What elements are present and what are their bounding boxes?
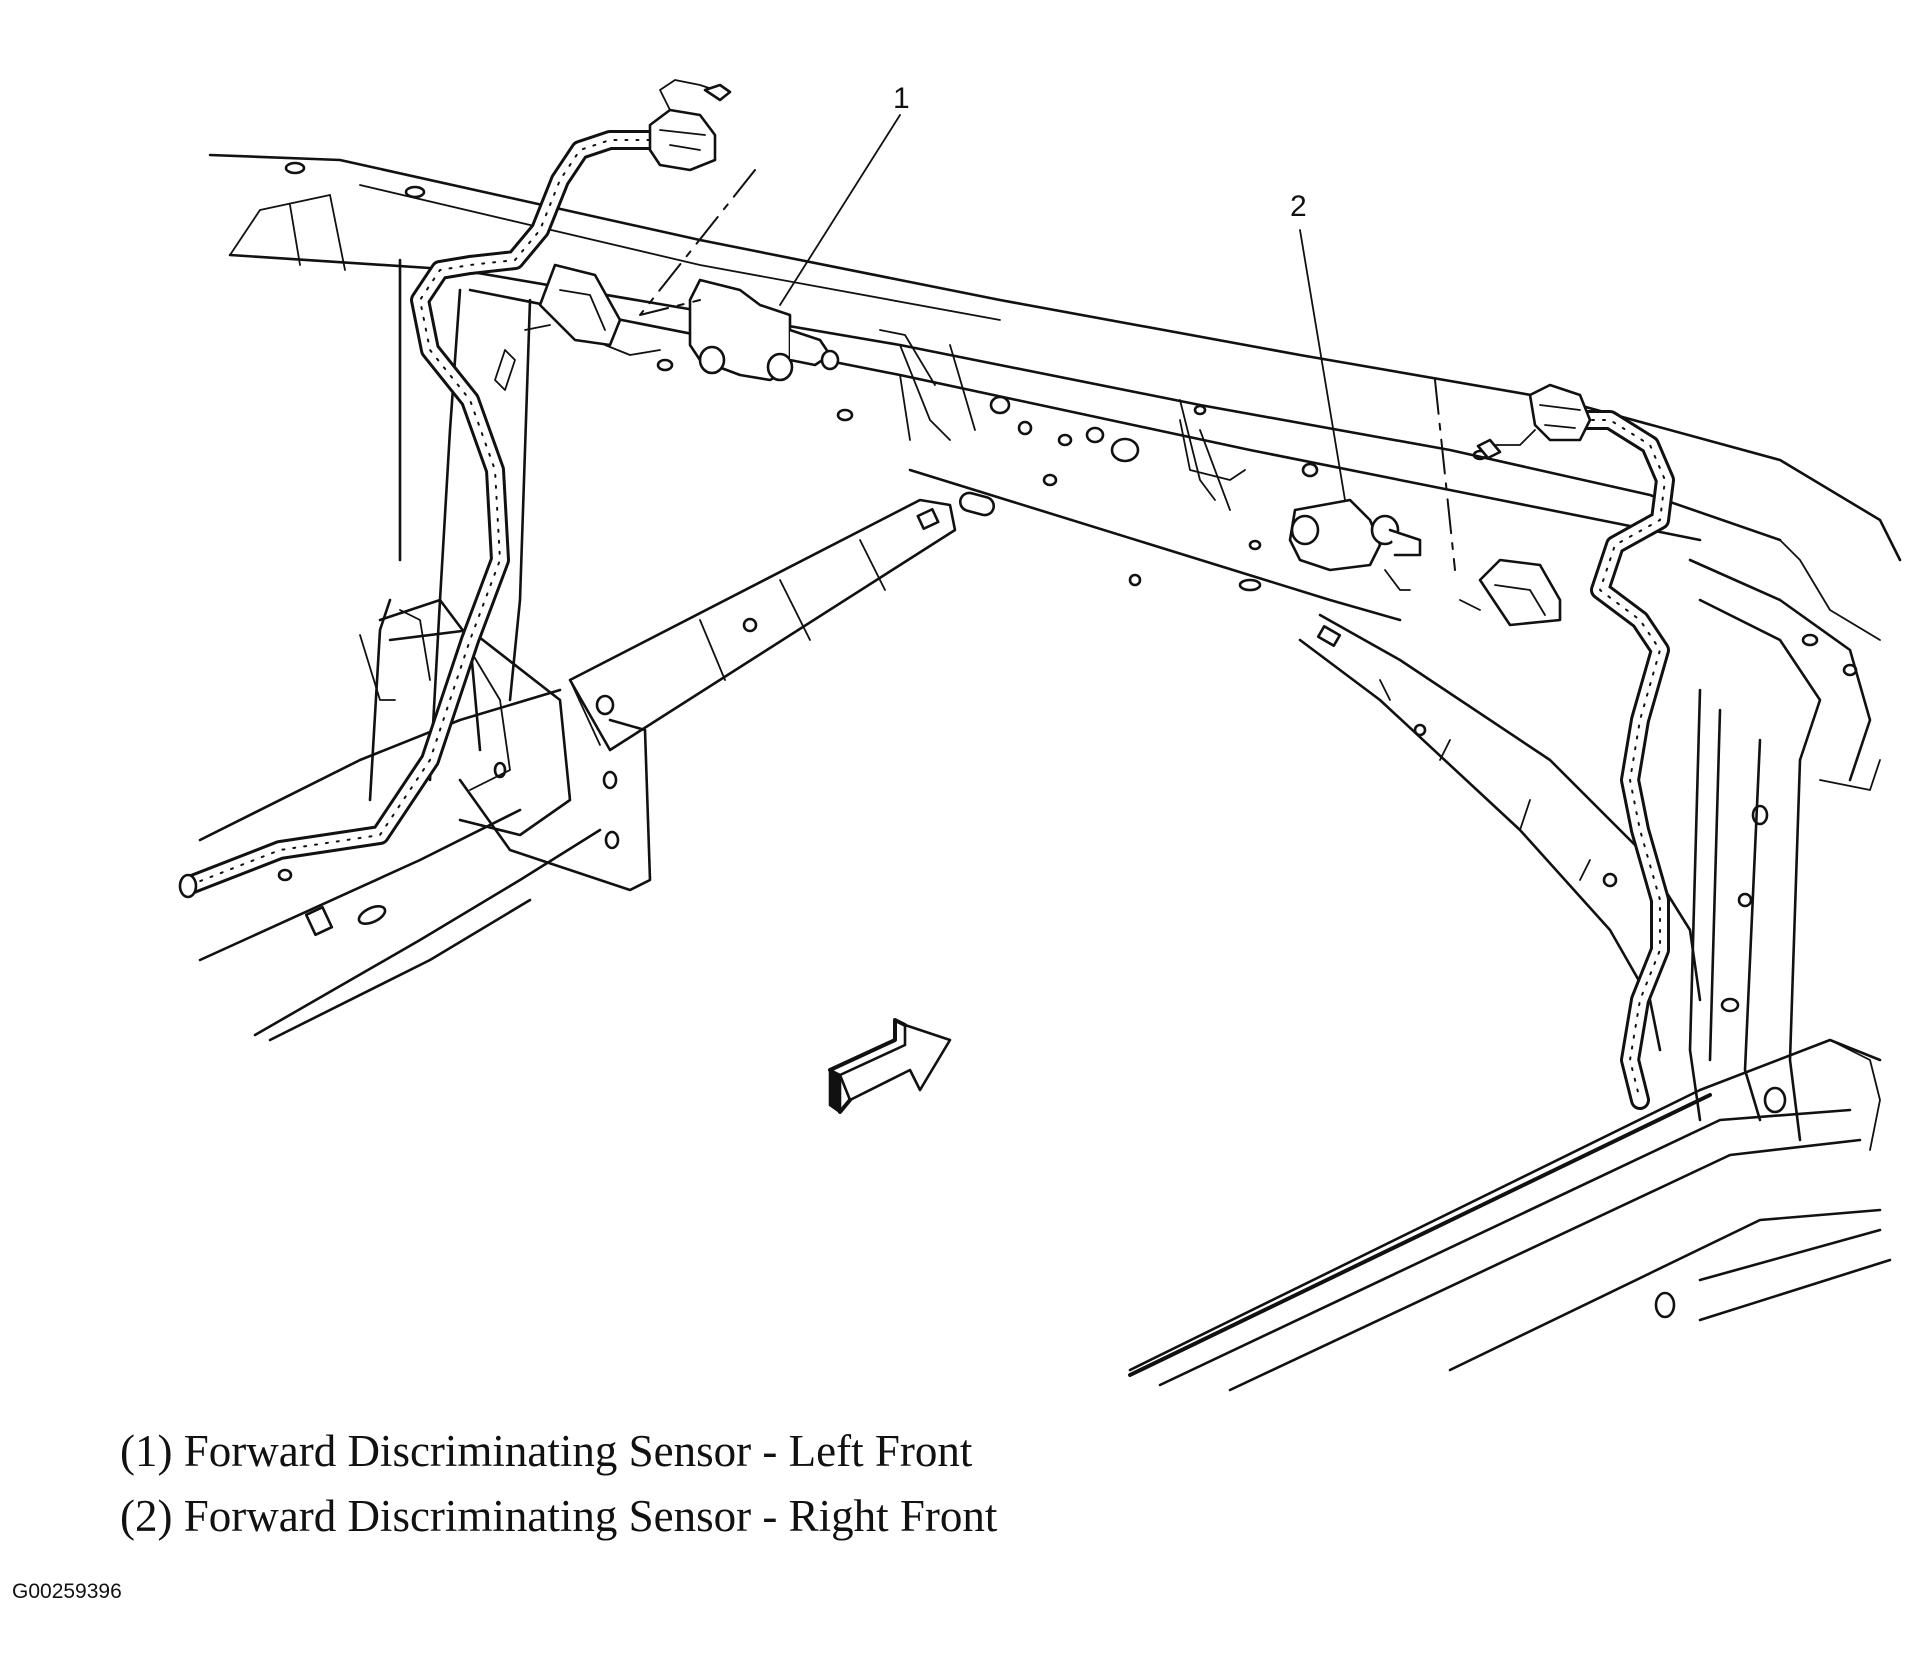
upper-crossmember bbox=[208, 153, 1902, 562]
left-harness-clip bbox=[524, 263, 661, 356]
electrical-connector-icon bbox=[1476, 383, 1592, 460]
legend-item-2: (2) Forward Discriminating Sensor - Righ… bbox=[120, 1491, 998, 1541]
wiring-harness-icon bbox=[1560, 410, 1675, 1110]
right-harness-clip bbox=[1459, 558, 1562, 627]
electrical-connector-icon bbox=[648, 79, 732, 172]
mounting-holes bbox=[284, 161, 1858, 677]
legend-item-1: (1) Forward Discriminating Sensor - Left… bbox=[120, 1426, 973, 1476]
right-pillar bbox=[1688, 688, 1802, 1142]
figure-id: G00259396 bbox=[12, 1580, 122, 1603]
forward-direction-arrow-icon bbox=[828, 1018, 952, 1114]
sensor-icon bbox=[1288, 498, 1422, 591]
callout-1: 1 bbox=[893, 82, 910, 115]
right-curved-member bbox=[1298, 613, 1702, 1052]
left-mounting-plate bbox=[388, 609, 652, 892]
left-pillar bbox=[368, 258, 532, 802]
center-panel bbox=[908, 468, 1402, 622]
right-crossmember-end bbox=[1688, 539, 1881, 791]
diagonal-brace bbox=[568, 498, 957, 752]
callout-2: 2 bbox=[1290, 190, 1307, 223]
wiring-harness-icon bbox=[178, 130, 660, 899]
right-frame-rail bbox=[1128, 1038, 1892, 1392]
sensor-icon bbox=[688, 278, 840, 382]
